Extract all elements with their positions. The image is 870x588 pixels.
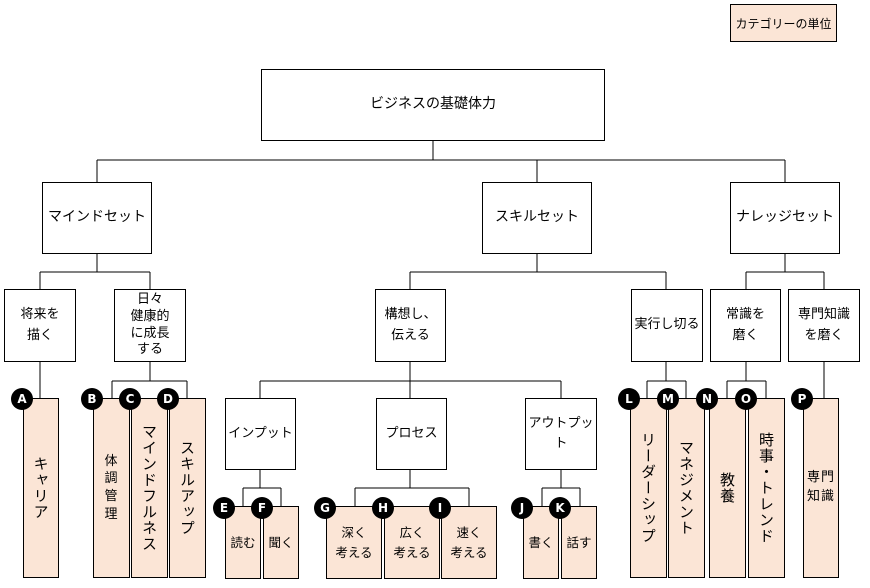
badge-m: M (657, 388, 679, 410)
node-conceive-convey: 構想し、 伝える (375, 289, 446, 362)
category-c-mindfulness: マインドフルネス (131, 398, 168, 578)
node-common-sense: 常識を 磨く (710, 289, 781, 362)
node-draw-future: 将来を 描く (4, 289, 76, 362)
badge-g: G (314, 497, 336, 519)
badge-c: C (119, 388, 141, 410)
node-knowledgeset: ナレッジセット (730, 182, 840, 254)
badge-k: K (549, 497, 571, 519)
category-h-think-wide: 広く 考える (384, 506, 440, 579)
badge-i: I (429, 497, 451, 519)
category-b-health: 体 調 管 理 (93, 398, 130, 578)
badge-b: B (81, 388, 103, 410)
node-grow-daily: 日々 健康的 に成長 する (114, 289, 186, 362)
category-a-career: キャリア (23, 398, 59, 578)
node-expertise: 専門知識 を磨く (788, 289, 860, 362)
category-n-liberal-arts: 教養 (709, 398, 746, 578)
category-o-trends: 時事・トレンド (748, 398, 785, 578)
badge-n: N (696, 388, 718, 410)
category-d-skillup: スキルアップ (169, 398, 206, 578)
category-l-leadership: リーダーシップ (630, 398, 667, 578)
badge-j: J (511, 497, 533, 519)
badge-h: H (372, 497, 394, 519)
badge-o: O (735, 388, 757, 410)
node-mindset: マインドセット (42, 182, 152, 254)
node-execute: 実行し切る (631, 289, 703, 362)
category-m-management: マネジメント (668, 398, 705, 578)
category-i-think-fast: 速く 考える (441, 506, 497, 579)
category-p-expertise: 専門 知識 (803, 398, 839, 578)
legend-category-unit: カテゴリーの単位 (730, 4, 837, 42)
badge-f: F (251, 497, 273, 519)
badge-l: L (618, 388, 640, 410)
category-e-read: 読む (225, 506, 261, 579)
badge-p: P (791, 388, 813, 410)
root-node: ビジネスの基礎体力 (261, 69, 605, 141)
node-skillset: スキルセット (482, 182, 592, 254)
node-process: プロセス (376, 398, 447, 470)
category-g-think-deep: 深く 考える (326, 506, 382, 579)
badge-a: A (11, 388, 33, 410)
node-input: インプット (225, 398, 296, 470)
badge-d: D (157, 388, 179, 410)
category-f-listen: 聞く (263, 506, 299, 579)
category-k-speak: 話す (561, 506, 597, 579)
category-j-write: 書く (523, 506, 559, 579)
node-output: アウトプット (525, 398, 597, 470)
badge-e: E (213, 497, 235, 519)
